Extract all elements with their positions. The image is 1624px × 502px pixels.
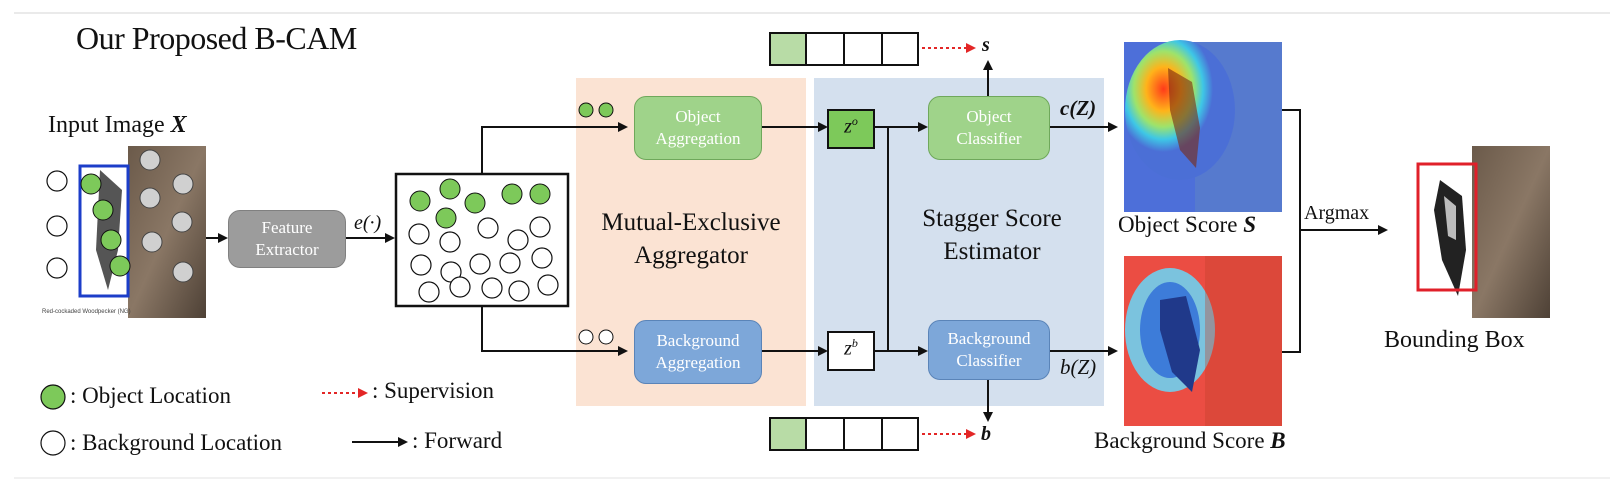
z-object-label: zo (844, 114, 858, 138)
label-vector-bottom (769, 417, 919, 451)
background-classifier-line1: Background (947, 329, 1031, 348)
input-image-label: Input Image X (48, 112, 187, 138)
feature-map (394, 172, 570, 308)
background-score-label: Background Score B (1094, 428, 1286, 453)
legend-supervision: : Supervision (372, 378, 495, 403)
object-classifier-line2: Classifier (956, 129, 1022, 148)
aggregator-line2: Aggregator (634, 242, 748, 269)
feature-extractor-box: Feature Extractor (228, 210, 346, 268)
label-vector-top (769, 32, 919, 66)
object-classifier-line1: Object (966, 107, 1012, 126)
input-image: Red-cockaded Woodpecker (NG) (38, 146, 206, 318)
legend-background-icon (40, 430, 66, 456)
object-score-map (1124, 40, 1282, 212)
z-background-label: zb (844, 336, 858, 360)
object-score-label: Object Score S (1118, 212, 1256, 237)
legend-background-location: : Background Location (70, 430, 283, 455)
bounding-box-image (1388, 146, 1550, 318)
argmax-label: Argmax (1304, 202, 1370, 224)
b-symbol: b (981, 423, 991, 445)
object-classifier-box: Object Classifier (928, 96, 1050, 160)
legend-forward: : Forward (412, 428, 503, 453)
object-aggregation-line1: Object (675, 107, 721, 126)
estimator-label: Stagger Score Estimator (892, 202, 1092, 268)
e-label: e(·) (354, 212, 382, 234)
feature-extractor-line1: Feature (261, 218, 313, 237)
object-aggregation-line2: Aggregation (655, 129, 741, 148)
estimator-line2: Estimator (943, 238, 1041, 265)
input-caption: Red-cockaded Woodpecker (NG) (42, 309, 131, 315)
background-classifier-box: Background Classifier (928, 320, 1050, 380)
background-aggregation-line2: Aggregation (655, 353, 741, 372)
diagram-title: Our Proposed B-CAM (76, 20, 357, 56)
estimator-line1: Stagger Score (922, 205, 1062, 232)
c-label: c(Z) (1060, 96, 1097, 120)
aggregator-line1: Mutual-Exclusive (601, 209, 781, 236)
z-object-box (827, 109, 875, 149)
background-classifier-line2: Classifier (956, 351, 1022, 370)
s-symbol: s (982, 34, 990, 56)
b-label: b(Z) (1060, 355, 1097, 379)
legend-object-location: : Object Location (70, 383, 231, 408)
feature-extractor-line2: Extractor (255, 240, 319, 259)
background-score-map (1124, 256, 1282, 426)
bounding-box-label: Bounding Box (1384, 327, 1525, 353)
background-aggregation-line1: Background (656, 331, 740, 350)
aggregator-label: Mutual-Exclusive Aggregator (576, 206, 806, 272)
legend-object-icon (40, 384, 66, 410)
object-aggregation-box: Object Aggregation (634, 96, 762, 160)
background-aggregation-box: Background Aggregation (634, 320, 762, 384)
